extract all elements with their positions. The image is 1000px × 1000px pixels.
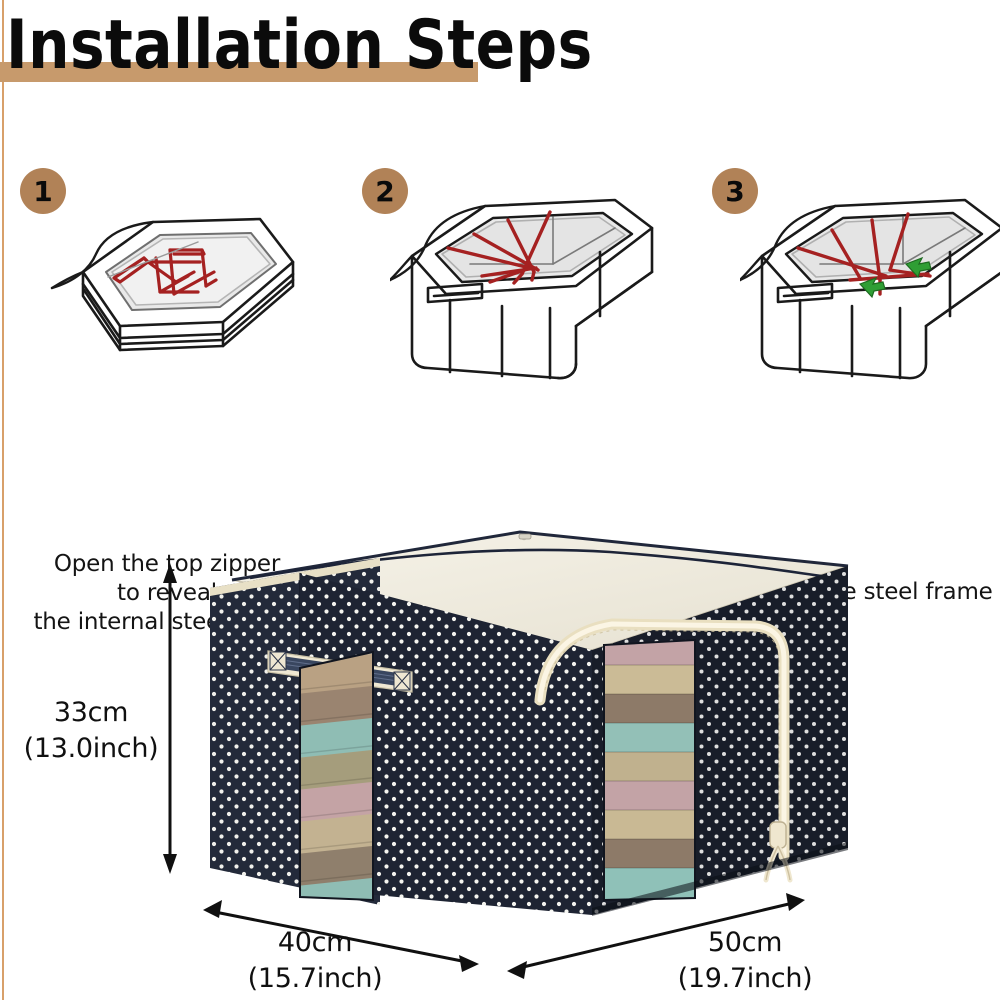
page-title: Installation Steps (6, 6, 593, 85)
page-title-block: Installation Steps (0, 6, 1000, 96)
step-1-illustration (48, 176, 328, 381)
depth-dimension-label: 50cm (19.7inch) (677, 927, 813, 994)
depth-arrow (507, 893, 805, 979)
step-3-badge: 3 (712, 168, 758, 214)
step-3-illustration (738, 176, 1000, 391)
box-front-left-face (267, 573, 592, 915)
width-dimension-label: 40cm (15.7inch) (247, 927, 383, 994)
towel-stack-front (604, 640, 695, 900)
step-2-badge: 2 (362, 168, 408, 214)
step-1-badge: 1 (20, 168, 66, 214)
front-window (603, 638, 696, 902)
width-arrow (203, 900, 479, 972)
step-1-caption: Open the top zipper to reveal the intern… (33, 551, 300, 635)
dimension-arrows (163, 563, 805, 979)
left-edge-rule (2, 0, 4, 1000)
box-front-right-face (534, 566, 848, 916)
step-2-illustration (388, 176, 680, 391)
height-arrow (163, 563, 177, 874)
towel-stack-side (300, 653, 373, 900)
side-window (299, 650, 374, 902)
height-dimension-label: 33cm (13.0inch) (23, 697, 159, 764)
title-underline-bar (0, 62, 478, 82)
